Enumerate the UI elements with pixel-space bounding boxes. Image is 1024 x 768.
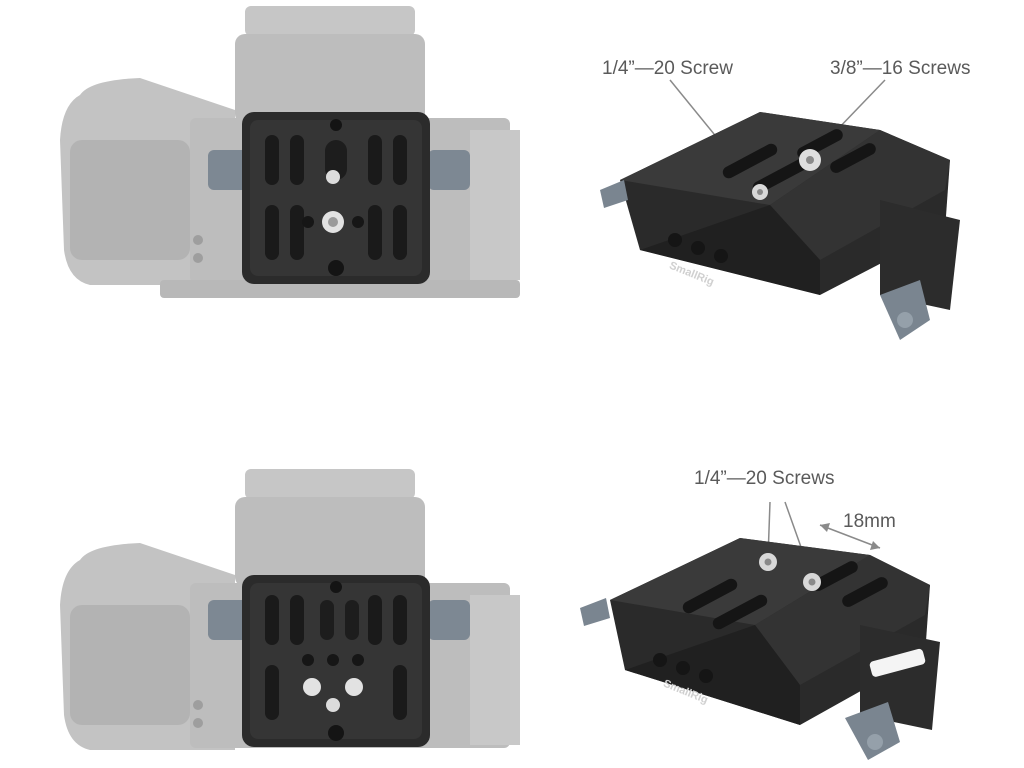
dimension-arrow bbox=[819, 524, 881, 549]
baseplate-illustration-bottom bbox=[580, 501, 940, 760]
camera-illustration-bottom bbox=[60, 469, 520, 750]
baseplate-illustration-top bbox=[600, 79, 960, 340]
callout-quarter-20-screw: 1/4”—20 Screw bbox=[602, 58, 733, 79]
camera-with-plate-top bbox=[50, 0, 530, 310]
callout-quarter-20-screws: 1/4”—20 Screws bbox=[694, 468, 835, 489]
plate-perspective-top: SmallRig bbox=[580, 40, 1000, 360]
plate-perspective-bottom: SmallRig bbox=[570, 490, 1000, 768]
callout-18mm-spacing: 18mm bbox=[843, 511, 896, 532]
callout-three-eighths-16-screws: 3/8”—16 Screws bbox=[830, 58, 971, 79]
camera-with-plate-bottom bbox=[50, 465, 530, 765]
camera-illustration-top bbox=[60, 6, 520, 298]
